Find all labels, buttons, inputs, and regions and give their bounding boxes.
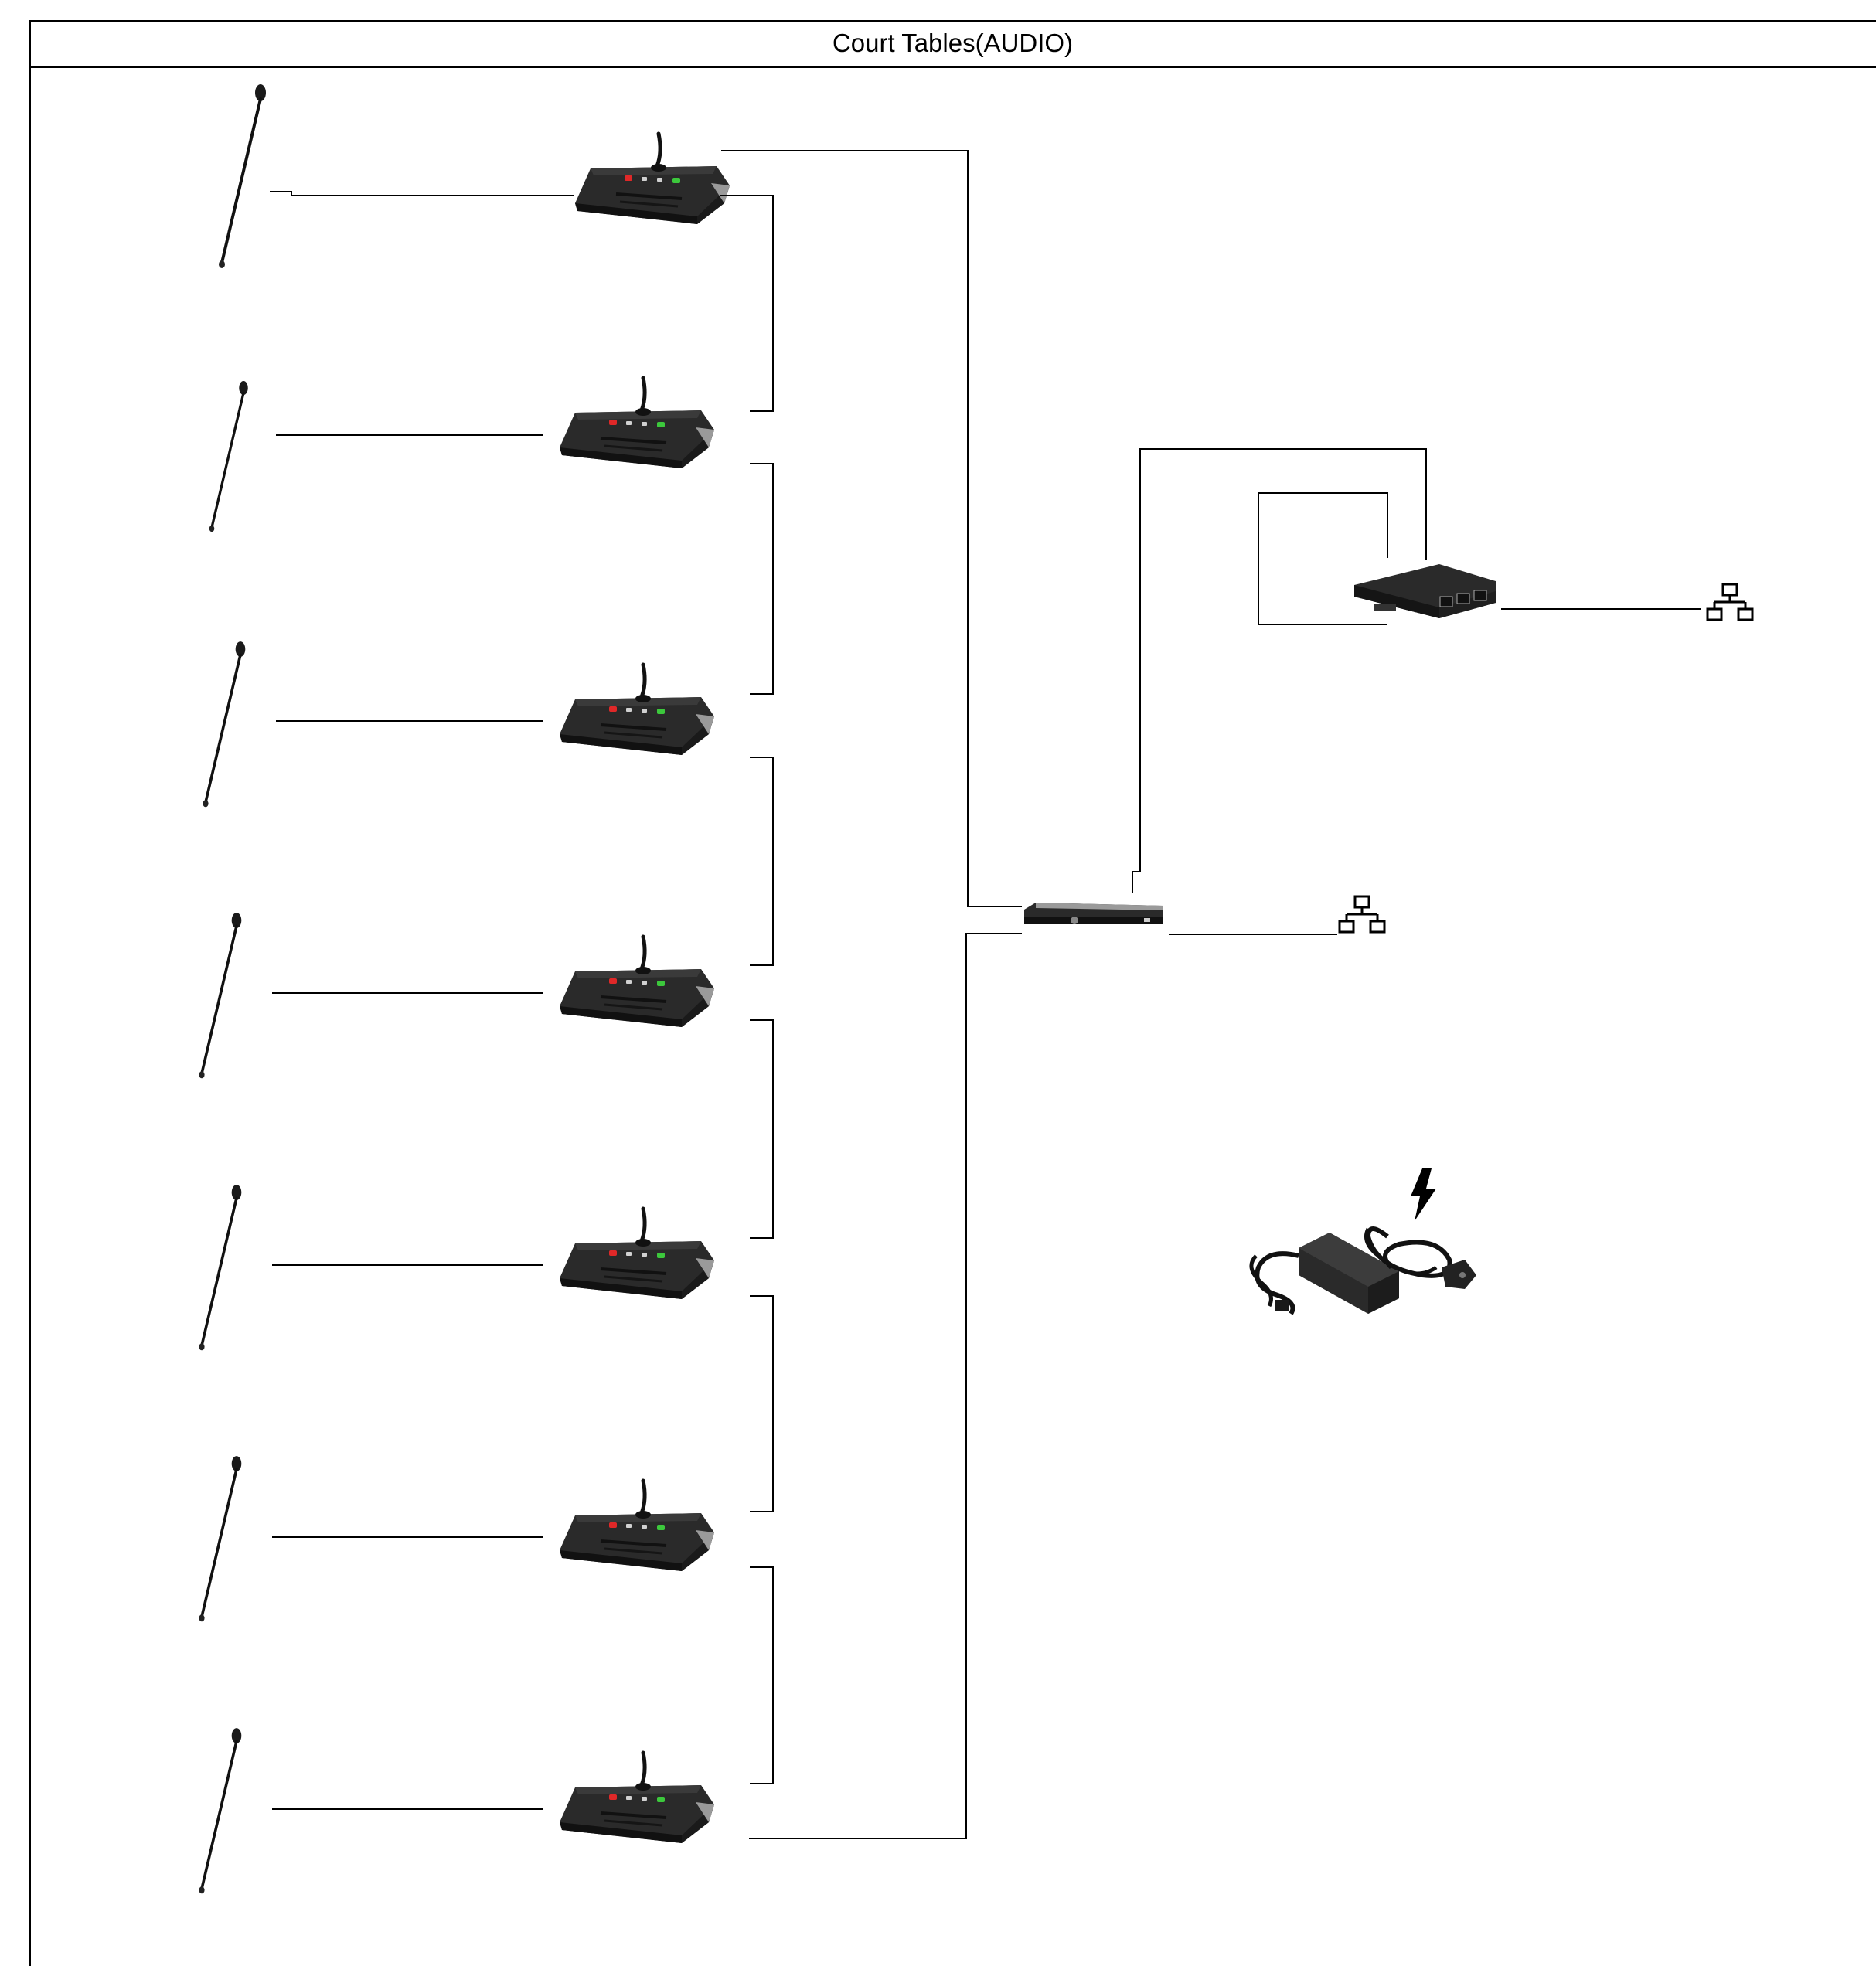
- microphone-1: [217, 83, 267, 270]
- microphone-7: [197, 1726, 243, 1896]
- delegate-unit-2: [560, 378, 714, 468]
- power-bolt-icon: [1411, 1168, 1436, 1221]
- microphone-4: [197, 911, 243, 1080]
- microphone-6: [197, 1454, 243, 1624]
- diagram-frame: [29, 20, 1876, 1966]
- delegate-unit-5: [560, 1209, 714, 1299]
- microphone-2: [208, 379, 250, 533]
- power-adapter: [1249, 1226, 1476, 1315]
- delegate-unit-1: [575, 134, 730, 224]
- delegate-unit-7: [560, 1753, 714, 1843]
- microphone-5: [197, 1183, 243, 1352]
- daisy-chain-cables: [720, 195, 774, 1784]
- diagram-title: Court Tables(AUDIO): [832, 29, 1074, 57]
- delegate-unit-3: [560, 665, 714, 755]
- network-icon: [1338, 895, 1386, 934]
- delegate-unit-4: [560, 937, 714, 1027]
- network-switch: [1354, 564, 1496, 618]
- central-unit: [1024, 903, 1163, 924]
- title-bar: Court Tables(AUDIO): [29, 20, 1876, 68]
- trunk-cables: [721, 150, 1701, 1839]
- microphone-3: [201, 640, 247, 809]
- network-icon: [1706, 583, 1754, 621]
- delegate-unit-6: [560, 1481, 714, 1571]
- mic-cables: [270, 191, 574, 1810]
